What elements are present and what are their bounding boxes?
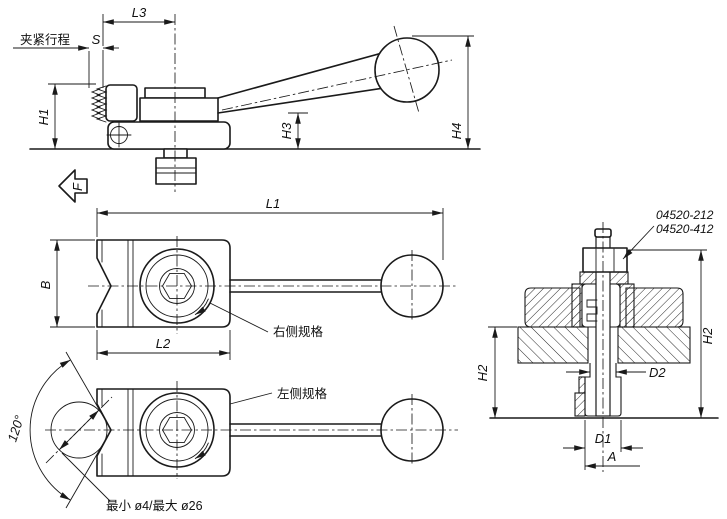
lever-centerline: [221, 59, 453, 111]
l1-label: L1: [266, 196, 280, 211]
dim-h4: H4: [412, 35, 474, 150]
dim-b: B: [38, 239, 95, 328]
jaw-serration-outer: [95, 85, 108, 123]
bushing-flange-neck: [578, 376, 586, 394]
dim-d2: D2: [566, 365, 666, 380]
ball-axis-centerline: [393, 25, 420, 114]
callout-part-numbers: 04520-212 04520-412: [622, 208, 714, 260]
base-plate-right: [617, 326, 691, 364]
workpiece-circle: [50, 401, 108, 459]
right-spec-label: 右侧规格: [273, 324, 324, 339]
cam-housing: [139, 97, 219, 122]
dim-h2-left: H2: [475, 326, 517, 419]
dim-d1: D1: [563, 420, 643, 470]
h4-label: H4: [449, 123, 464, 140]
callout-left-spec: 左侧规格: [229, 386, 328, 405]
h3-label: H3: [279, 122, 294, 139]
capacity-label: 最小 ø4/最大 ø26: [106, 499, 203, 513]
dim-h1: H1: [36, 83, 96, 150]
screw-head: [155, 157, 197, 185]
base-plate-left: [517, 326, 589, 364]
clamping-jaw: [105, 84, 138, 122]
screw-neck: [163, 148, 188, 159]
h2-right-label: H2: [700, 327, 715, 344]
part-number-1: 04520-212: [656, 208, 714, 222]
lever-bottom-edge: [217, 87, 385, 114]
dim-a: A: [584, 449, 640, 469]
dim-l2: L2: [96, 330, 231, 360]
dim-h2-right: H2: [629, 249, 715, 419]
force-arrow: F: [58, 169, 88, 203]
angle-label: 120°: [4, 414, 27, 444]
dim-s: 夹紧行程 S: [13, 32, 119, 88]
dim-l1: L1: [96, 196, 444, 260]
l3-label: L3: [132, 5, 147, 20]
clamp-base: [107, 121, 231, 150]
clamp-stroke-label: 夹紧行程: [20, 32, 71, 47]
dim-l3: L3: [102, 5, 176, 46]
h2-left-label: H2: [475, 364, 490, 381]
dim-angle: 120°: [4, 351, 112, 509]
part-number-2: 04520-412: [656, 222, 714, 236]
left-spec-label: 左侧规格: [277, 386, 328, 401]
clamp-body-section-right: [625, 287, 684, 328]
a-label: A: [607, 449, 617, 464]
callout-capacity: 最小 ø4/最大 ø26: [61, 452, 203, 513]
top-view-left: 120° 最小 ø4/最大 ø26 左侧规格: [4, 351, 458, 513]
spring-symbol: [586, 299, 598, 322]
section-view: 04520-212 04520-412 H2 H2 D2 D1: [475, 208, 719, 472]
s-label: S: [92, 32, 101, 47]
dim-h3: H3: [279, 112, 308, 150]
top-view-right: L1 B L2 右侧规格: [38, 196, 458, 360]
clamp-body-section-left: [524, 287, 581, 328]
d2-label: D2: [649, 365, 666, 380]
lever-top-edge: [217, 52, 383, 99]
force-label: F: [70, 182, 85, 191]
rotation-arrow-lh: [194, 442, 209, 460]
callout-right-spec: 右侧规格: [209, 302, 324, 339]
force-arrow-icon: [58, 169, 88, 203]
b-label: B: [38, 280, 53, 289]
side-view: L3 夹紧行程 S H1 H3 H4: [13, 5, 481, 203]
rotation-arrow: [194, 298, 209, 316]
hex-nut: [582, 247, 628, 273]
bushing-flange: [574, 392, 586, 417]
l2-label: L2: [156, 336, 171, 351]
d1-label: D1: [595, 431, 612, 446]
h1-label: H1: [36, 109, 51, 126]
jaw-serration-inner: [90, 88, 102, 120]
